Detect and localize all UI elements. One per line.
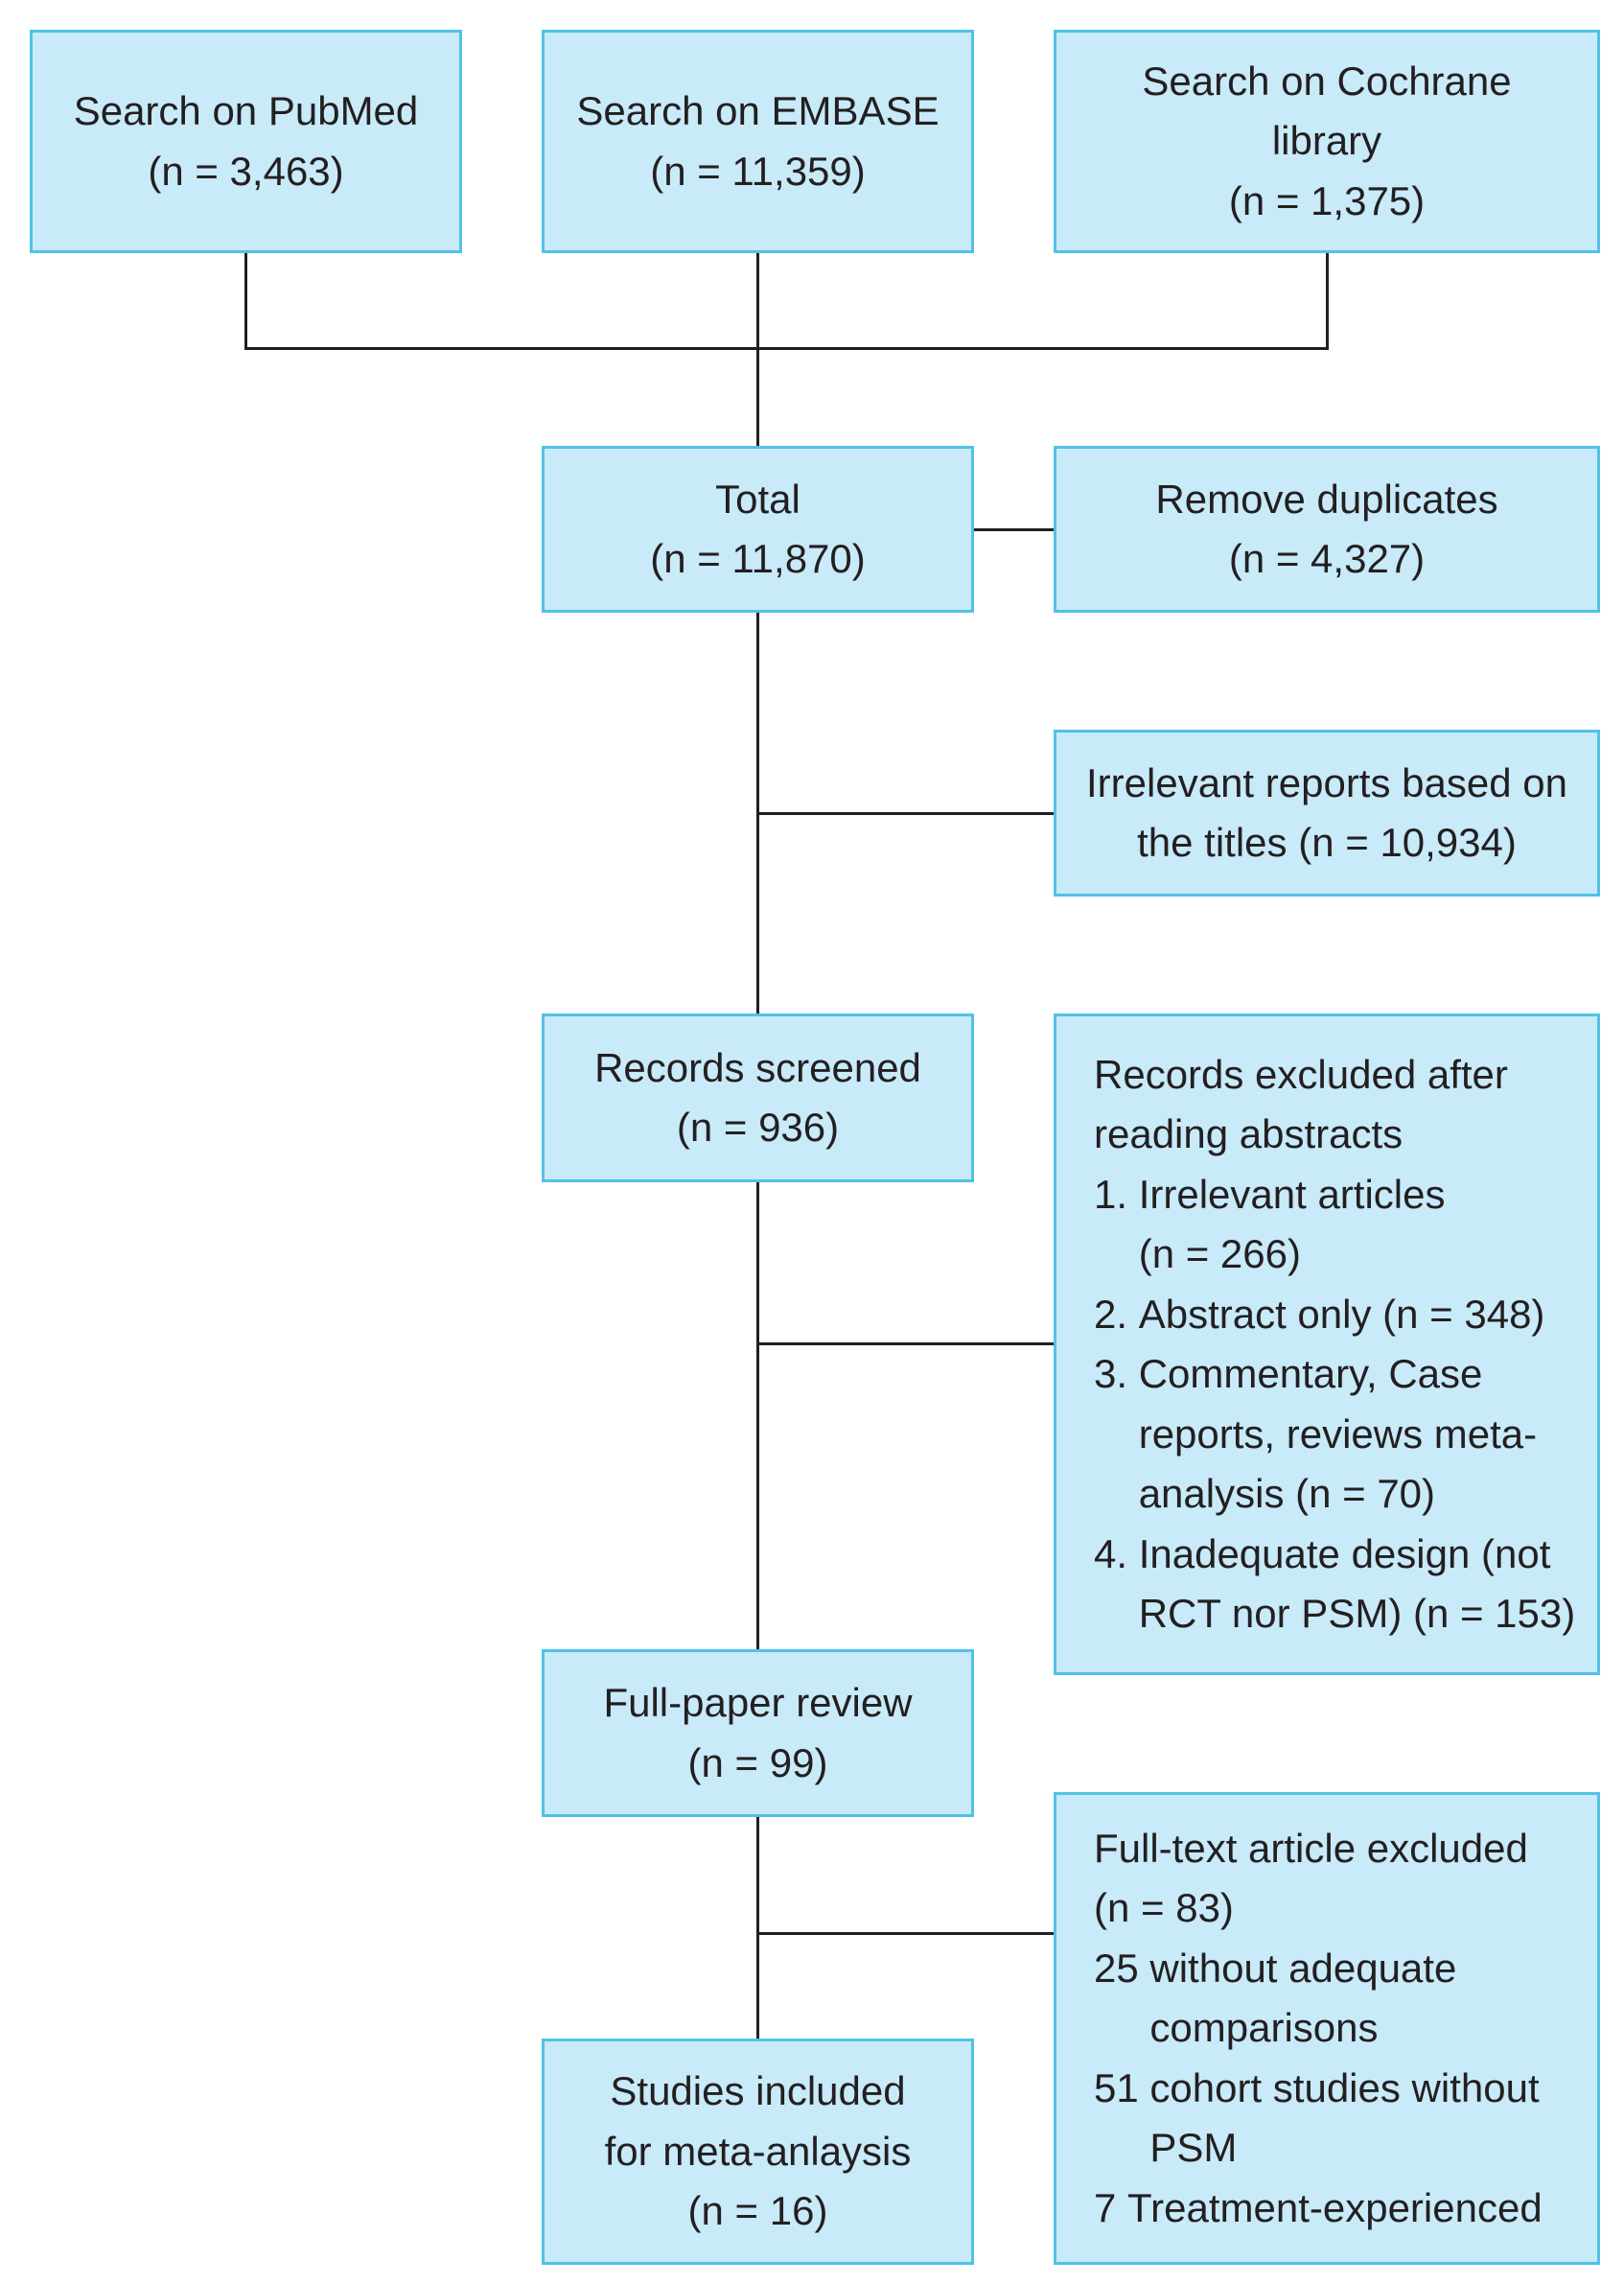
item-number: 51 — [1094, 2064, 1139, 2110]
item-text: Irrelevant articles — [1138, 1171, 1446, 1217]
item-text: Treatment-experienced — [1127, 2184, 1543, 2230]
box-count: (n = 16) — [687, 2188, 828, 2234]
box-count: (n = 99) — [687, 1739, 828, 1785]
item-text: PSM — [1149, 2125, 1238, 2171]
fulltext-exclusions-box: Full-text article excluded (n = 83) 25 w… — [1054, 1792, 1600, 2265]
item-number: 3. — [1094, 1351, 1128, 1396]
box-heading: reading abstracts — [1094, 1111, 1404, 1156]
item-number: 4. — [1094, 1530, 1128, 1576]
studies-included-box: Studies included for meta-anlaysis (n = … — [542, 2039, 974, 2265]
item-text: comparisons — [1149, 2005, 1379, 2051]
connector-line-sources-merge — [244, 347, 1329, 350]
item-text: analysis (n = 70) — [1138, 1471, 1436, 1516]
box-heading: Full-text article excluded — [1094, 1825, 1528, 1871]
connector-line-cochrane — [1326, 253, 1329, 350]
connector-line-pubmed — [244, 253, 247, 350]
item-text: (n = 266) — [1138, 1231, 1301, 1276]
connector-line-abstract-exclusions — [756, 1342, 1054, 1345]
box-heading: Records excluded after — [1094, 1051, 1508, 1097]
item-number: 2. — [1094, 1291, 1128, 1337]
abstract-exclusions-box: Records excluded after reading abstracts… — [1054, 1014, 1600, 1675]
connector-line-duplicates — [974, 528, 1054, 531]
box-label: Search on EMBASE — [576, 88, 940, 133]
box-count: (n = 4,327) — [1228, 536, 1426, 581]
box-label: Total — [715, 476, 800, 522]
connector-line-main-3 — [756, 1182, 759, 1649]
total-box: Total (n = 11,870) — [542, 446, 974, 613]
box-count: (n = 1,375) — [1228, 177, 1426, 223]
item-text: Abstract only (n = 348) — [1138, 1291, 1545, 1337]
item-number: 1. — [1094, 1171, 1128, 1217]
connector-line-irrelevant — [756, 812, 1054, 815]
box-label: Search on Cochrane — [1142, 58, 1512, 104]
exclusion-item: 3. Commentary, Case reports, reviews met… — [1094, 1344, 1537, 1525]
connector-line-main-1 — [756, 253, 759, 446]
item-text: Commentary, Case — [1138, 1351, 1483, 1396]
box-heading: (n = 83) — [1094, 1885, 1234, 1931]
exclusion-item: 25 without adequate comparisons — [1094, 1939, 1456, 2059]
item-text: reports, reviews meta- — [1138, 1410, 1538, 1457]
remove-duplicates-box: Remove duplicates (n = 4,327) — [1054, 446, 1600, 613]
item-text: cohort studies without — [1149, 2064, 1540, 2110]
box-label: for meta-anlaysis — [604, 2128, 912, 2174]
box-label: Remove duplicates — [1155, 476, 1498, 522]
connector-line-main-4 — [756, 1817, 759, 2039]
box-label: the titles (n = 10,934) — [1137, 820, 1517, 865]
box-label: Irrelevant reports based on — [1086, 759, 1567, 805]
box-count: (n = 936) — [676, 1105, 840, 1150]
exclusion-item: 7 Treatment-experienced — [1094, 2179, 1543, 2239]
box-label: Full-paper review — [603, 1680, 913, 1725]
full-paper-review-box: Full-paper review (n = 99) — [542, 1649, 974, 1817]
item-text: without adequate — [1149, 1945, 1457, 1991]
box-count: (n = 3,463) — [148, 148, 344, 194]
item-text: Inadequate design (not — [1138, 1530, 1551, 1576]
records-screened-box: Records screened (n = 936) — [542, 1014, 974, 1182]
box-label: Studies included — [610, 2068, 906, 2114]
box-label: library — [1271, 118, 1382, 164]
cochrane-search-box: Search on Cochrane library (n = 1,375) — [1054, 30, 1600, 253]
pubmed-search-box: Search on PubMed (n = 3,463) — [30, 30, 462, 253]
exclusion-item: 1. Irrelevant articles (n = 266) — [1094, 1165, 1445, 1285]
exclusion-item: 51 cohort studies without PSM — [1094, 2059, 1540, 2179]
irrelevant-reports-box: Irrelevant reports based on the titles (… — [1054, 730, 1600, 897]
embase-search-box: Search on EMBASE (n = 11,359) — [542, 30, 974, 253]
item-number: 7 — [1094, 2184, 1117, 2230]
item-text: RCT nor PSM) (n = 153) — [1138, 1591, 1576, 1636]
exclusion-item: 2. Abstract only (n = 348) — [1094, 1285, 1544, 1345]
connector-line-fulltext-exclusions — [756, 1932, 1054, 1935]
box-count: (n = 11,870) — [650, 536, 866, 581]
exclusion-item: 4. Inadequate design (not RCT nor PSM) (… — [1094, 1525, 1575, 1644]
box-count: (n = 11,359) — [650, 148, 866, 194]
item-number: 25 — [1094, 1945, 1139, 1991]
box-label: Records screened — [594, 1044, 921, 1090]
box-label: Search on PubMed — [73, 88, 419, 133]
